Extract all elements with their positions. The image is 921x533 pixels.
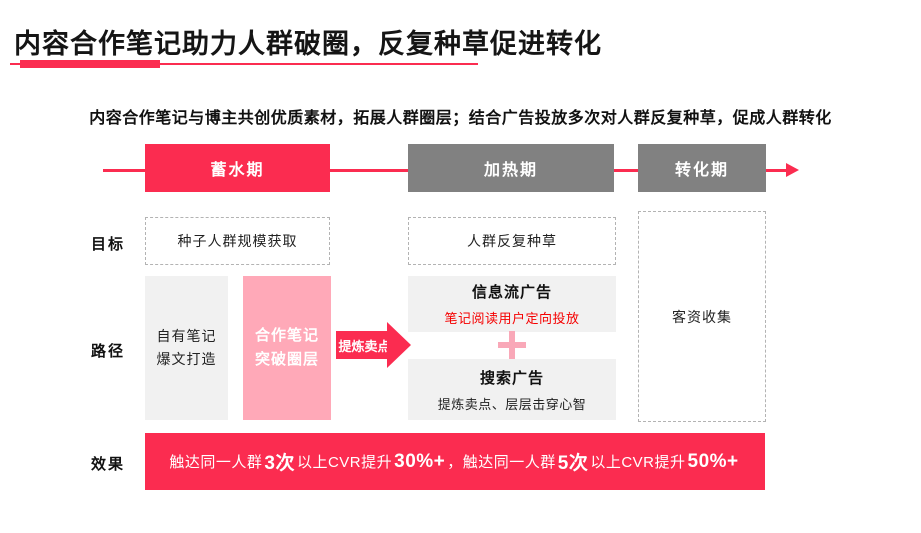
path-box-search-ads: 搜索广告 提炼卖点、层层击穿心智 xyxy=(408,359,616,420)
phase-box-conversion: 转化期 xyxy=(638,144,766,192)
goal-box-seed-audience: 种子人群规模获取 xyxy=(145,217,330,265)
plus-icon-vertical-bar xyxy=(509,331,515,359)
own-notes-line1: 自有笔记 xyxy=(156,328,217,344)
phase-box-heating: 加热期 xyxy=(408,144,614,192)
plus-icon xyxy=(498,331,526,359)
row-label-goal: 目标 xyxy=(90,236,125,253)
path-box-own-notes: 自有笔记 爆文打造 xyxy=(145,276,228,420)
result-banner: 触达同一人群 3次 以上CVR提升 30%+ ，触达同一人群 5次 以上CVR提… xyxy=(145,433,765,490)
title-underline xyxy=(10,63,478,65)
feed-ads-subtitle: 笔记阅读用户定向投放 xyxy=(444,311,580,326)
title-underline-accent xyxy=(20,60,160,68)
result-text-segment: 以上CVR提升 xyxy=(296,454,393,471)
result-highlight-5times: 5次 xyxy=(557,453,589,474)
page-title: 内容合作笔记助力人群破圈，反复种草促进转化 xyxy=(14,29,602,59)
row-label-result: 效果 xyxy=(90,456,125,473)
phase-flow-arrowhead-icon xyxy=(786,163,799,177)
search-ads-title: 搜索广告 xyxy=(479,369,544,387)
own-notes-line2: 爆文打造 xyxy=(156,351,217,367)
coop-notes-line1: 合作笔记 xyxy=(254,327,319,344)
path-box-lead-collection: 客资收集 xyxy=(638,211,766,422)
refine-selling-point-arrowhead-icon xyxy=(387,322,411,368)
result-text-segment: ，触达同一人群 xyxy=(447,454,556,471)
result-text-segment: 以上CVR提升 xyxy=(590,454,686,471)
goal-box-repeat-seeding: 人群反复种草 xyxy=(408,217,616,265)
search-ads-subtitle: 提炼卖点、层层击穿心智 xyxy=(437,396,587,412)
slide-subtitle: 内容合作笔记与博主共创优质素材，拓展人群圈层；结合广告投放多次对人群反复种草，促… xyxy=(89,110,832,127)
coop-notes-line2: 突破圈层 xyxy=(254,351,319,368)
refine-selling-point-arrow: 提炼卖点 xyxy=(336,331,391,359)
path-box-feed-ads: 信息流广告 笔记阅读用户定向投放 xyxy=(408,276,616,332)
phase-box-storage: 蓄水期 xyxy=(145,144,330,192)
feed-ads-title: 信息流广告 xyxy=(471,284,552,301)
result-highlight-3times: 3次 xyxy=(264,453,295,474)
path-box-coop-notes: 合作笔记 突破圈层 xyxy=(243,276,331,420)
result-highlight-50pct: 50%+ xyxy=(687,450,739,472)
result-text-segment: 触达同一人群 xyxy=(169,454,263,471)
row-label-path: 路径 xyxy=(90,343,125,360)
result-highlight-30pct: 30%+ xyxy=(394,450,446,472)
